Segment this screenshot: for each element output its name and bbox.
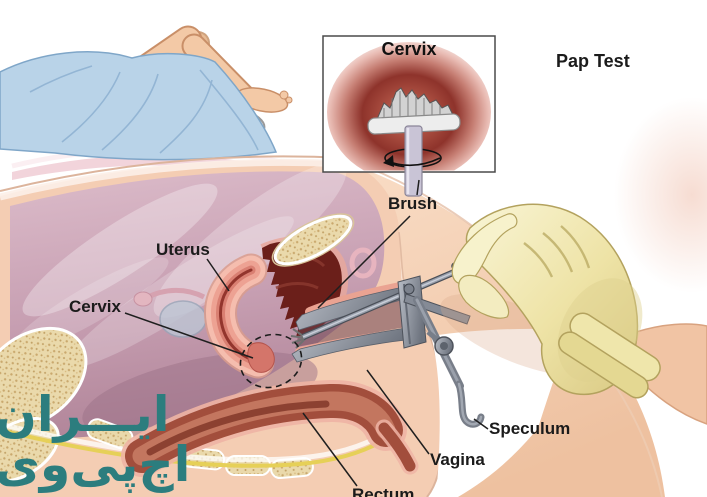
watermark-line1: ایـــران	[0, 386, 170, 443]
cervix-callout-oval	[239, 333, 303, 389]
uterus-label: Uterus	[156, 240, 210, 259]
brush-label: Brush	[388, 194, 438, 213]
cervix-label: Cervix	[69, 297, 121, 316]
page-title: Pap Test	[556, 51, 630, 71]
inset-brush	[367, 87, 461, 197]
vagina-line	[366, 369, 430, 455]
gloved-hand	[440, 203, 661, 399]
cervix-line	[124, 312, 254, 359]
brush-line-lower	[317, 215, 411, 309]
pelvic-cross-section	[0, 155, 665, 497]
sacral-nerve-line	[0, 428, 398, 468]
rectum-line	[302, 412, 358, 487]
cervix-inset-box	[322, 35, 496, 197]
finger-creases	[523, 225, 591, 278]
pubic-bone	[271, 213, 355, 267]
inset-cervix-label: Cervix	[381, 39, 437, 59]
bladder	[159, 300, 207, 338]
vagina-label: Vagina	[430, 450, 485, 469]
brush-line-upper	[416, 179, 420, 196]
drape-sheet	[0, 51, 278, 161]
rectum-shape	[121, 380, 419, 477]
round-ligament-loop	[349, 247, 377, 279]
leader-lines	[124, 179, 489, 487]
glove-cuff	[558, 312, 661, 399]
ovary	[133, 291, 153, 307]
speculum-exterior	[397, 254, 485, 428]
cervix-tip	[247, 342, 275, 373]
background-gap	[431, 328, 572, 497]
speculum-label: Speculum	[489, 419, 571, 438]
speculum-line	[473, 418, 489, 430]
watermark-line2: اچ‌پی‌وی	[0, 436, 191, 493]
faint-leg-shadow	[614, 97, 707, 293]
thumb	[458, 274, 510, 319]
uterus-line	[206, 258, 230, 292]
rectum-label: Rectum	[352, 485, 415, 497]
vaginal-canal	[296, 299, 406, 347]
